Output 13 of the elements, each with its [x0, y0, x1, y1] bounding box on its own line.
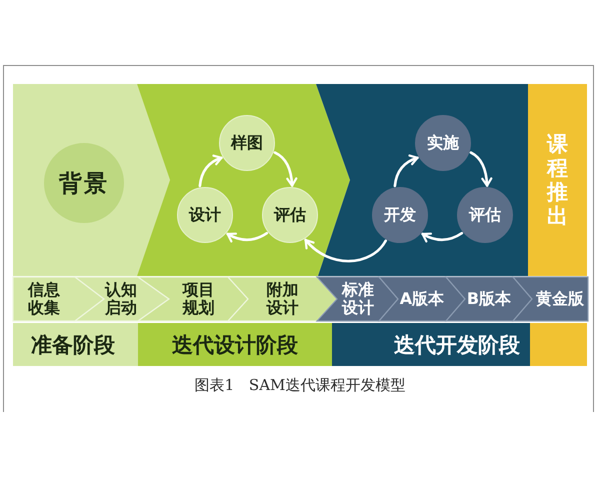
phase-band: 准备阶段 — [13, 323, 138, 366]
color-block — [530, 323, 587, 366]
arrow — [226, 232, 268, 242]
arrow — [274, 151, 298, 187]
arrow — [421, 232, 464, 242]
arrow — [198, 154, 223, 188]
launch-band: 课程推出 — [528, 84, 587, 276]
phase-band: 迭代开发阶段 — [332, 323, 530, 366]
arrow — [394, 154, 419, 188]
arrow — [304, 238, 387, 262]
caption: 图表1 SAM迭代课程开发模型 — [194, 376, 406, 395]
phase-band: 迭代设计阶段 — [138, 323, 332, 366]
arrow — [470, 151, 492, 187]
